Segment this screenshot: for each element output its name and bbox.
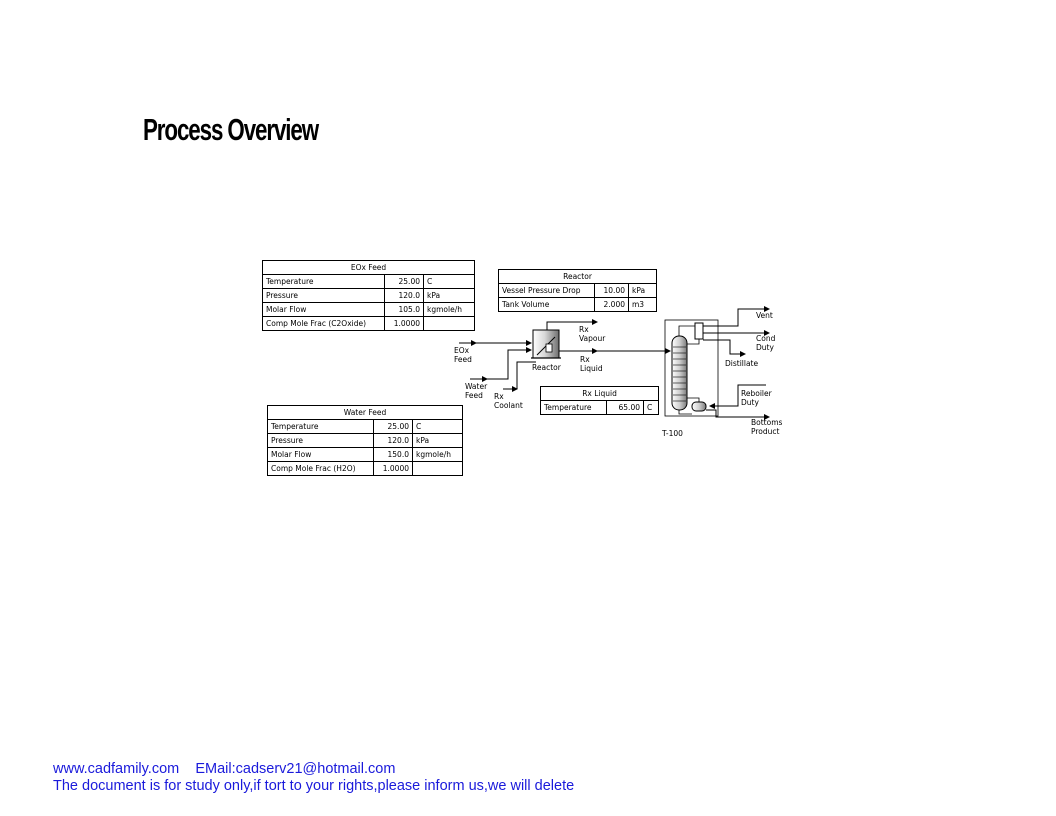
row-label: Comp Mole Frac (H2O): [267, 461, 374, 476]
distillate-label: Distillate: [725, 359, 759, 368]
vent-line: [703, 306, 770, 327]
vent-label: Vent: [756, 311, 773, 320]
eox-feed-label: EOx Feed: [454, 346, 472, 364]
row-unit: [412, 461, 463, 476]
footer-disclaimer: The document is for study only,if tort t…: [53, 778, 575, 794]
rx-liquid-table: Rx Liquid Temperature 65.00 C: [539, 386, 660, 415]
column-label: T-100: [662, 429, 683, 438]
row-value: 1.0000: [373, 461, 413, 476]
table-row: Temperature 25.00 C: [267, 419, 463, 434]
reactor-vessel: [531, 329, 561, 359]
footer-contact: www.cadfamily.com EMail:cadserv21@hotmai…: [53, 761, 396, 777]
bottoms-product-label: Bottoms Product: [751, 418, 783, 436]
cond-duty-label: Cond Duty: [756, 334, 776, 352]
column-t100: [664, 319, 719, 417]
reboiler-duty-line: [709, 384, 766, 409]
reactor-table: Reactor Vessel Pressure Drop 10.00 kPa T…: [497, 269, 658, 312]
table-row: Temperature 65.00 C: [540, 400, 660, 415]
water-feed-table: Water Feed Temperature 25.00 C Pressure …: [267, 405, 463, 476]
table-row: Tank Volume 2.000 m3: [498, 297, 658, 312]
row-unit: kPa: [412, 433, 463, 448]
rx-coolant-label: Rx Coolant: [494, 392, 523, 410]
water-feed-line: [487, 347, 532, 380]
row-unit: [422, 316, 476, 331]
table-row: Comp Mole Frac (H2O) 1.0000: [267, 461, 463, 476]
water-feed-label: Water Feed: [465, 382, 488, 400]
reboiler-duty-label: Reboiler Duty: [741, 389, 772, 407]
reactor-label: Reactor: [532, 363, 561, 372]
page-title: Process Overview: [143, 112, 319, 147]
row-unit: C: [642, 400, 660, 415]
rx-vapour-line: [546, 319, 598, 330]
row-label: Tank Volume: [498, 297, 595, 312]
rx-vapour-label: Rx Vapour: [579, 325, 606, 343]
coolant-line: [516, 361, 536, 389]
row-label: Temperature: [540, 400, 607, 415]
distillate-line: [703, 339, 746, 357]
table-row: Molar Flow 150.0 kgmole/h: [267, 447, 463, 462]
row-unit: m3: [627, 297, 658, 312]
row-value: 65.00: [606, 400, 644, 415]
bottoms-line: [706, 409, 770, 420]
eox-feed-table: EOx Feed Temperature 25.00 C Pressure 12…: [261, 260, 476, 331]
table-row: Comp Mole Frac (C2Oxide) 1.0000: [262, 316, 476, 331]
rx-liquid-label: Rx Liquid: [580, 355, 603, 373]
